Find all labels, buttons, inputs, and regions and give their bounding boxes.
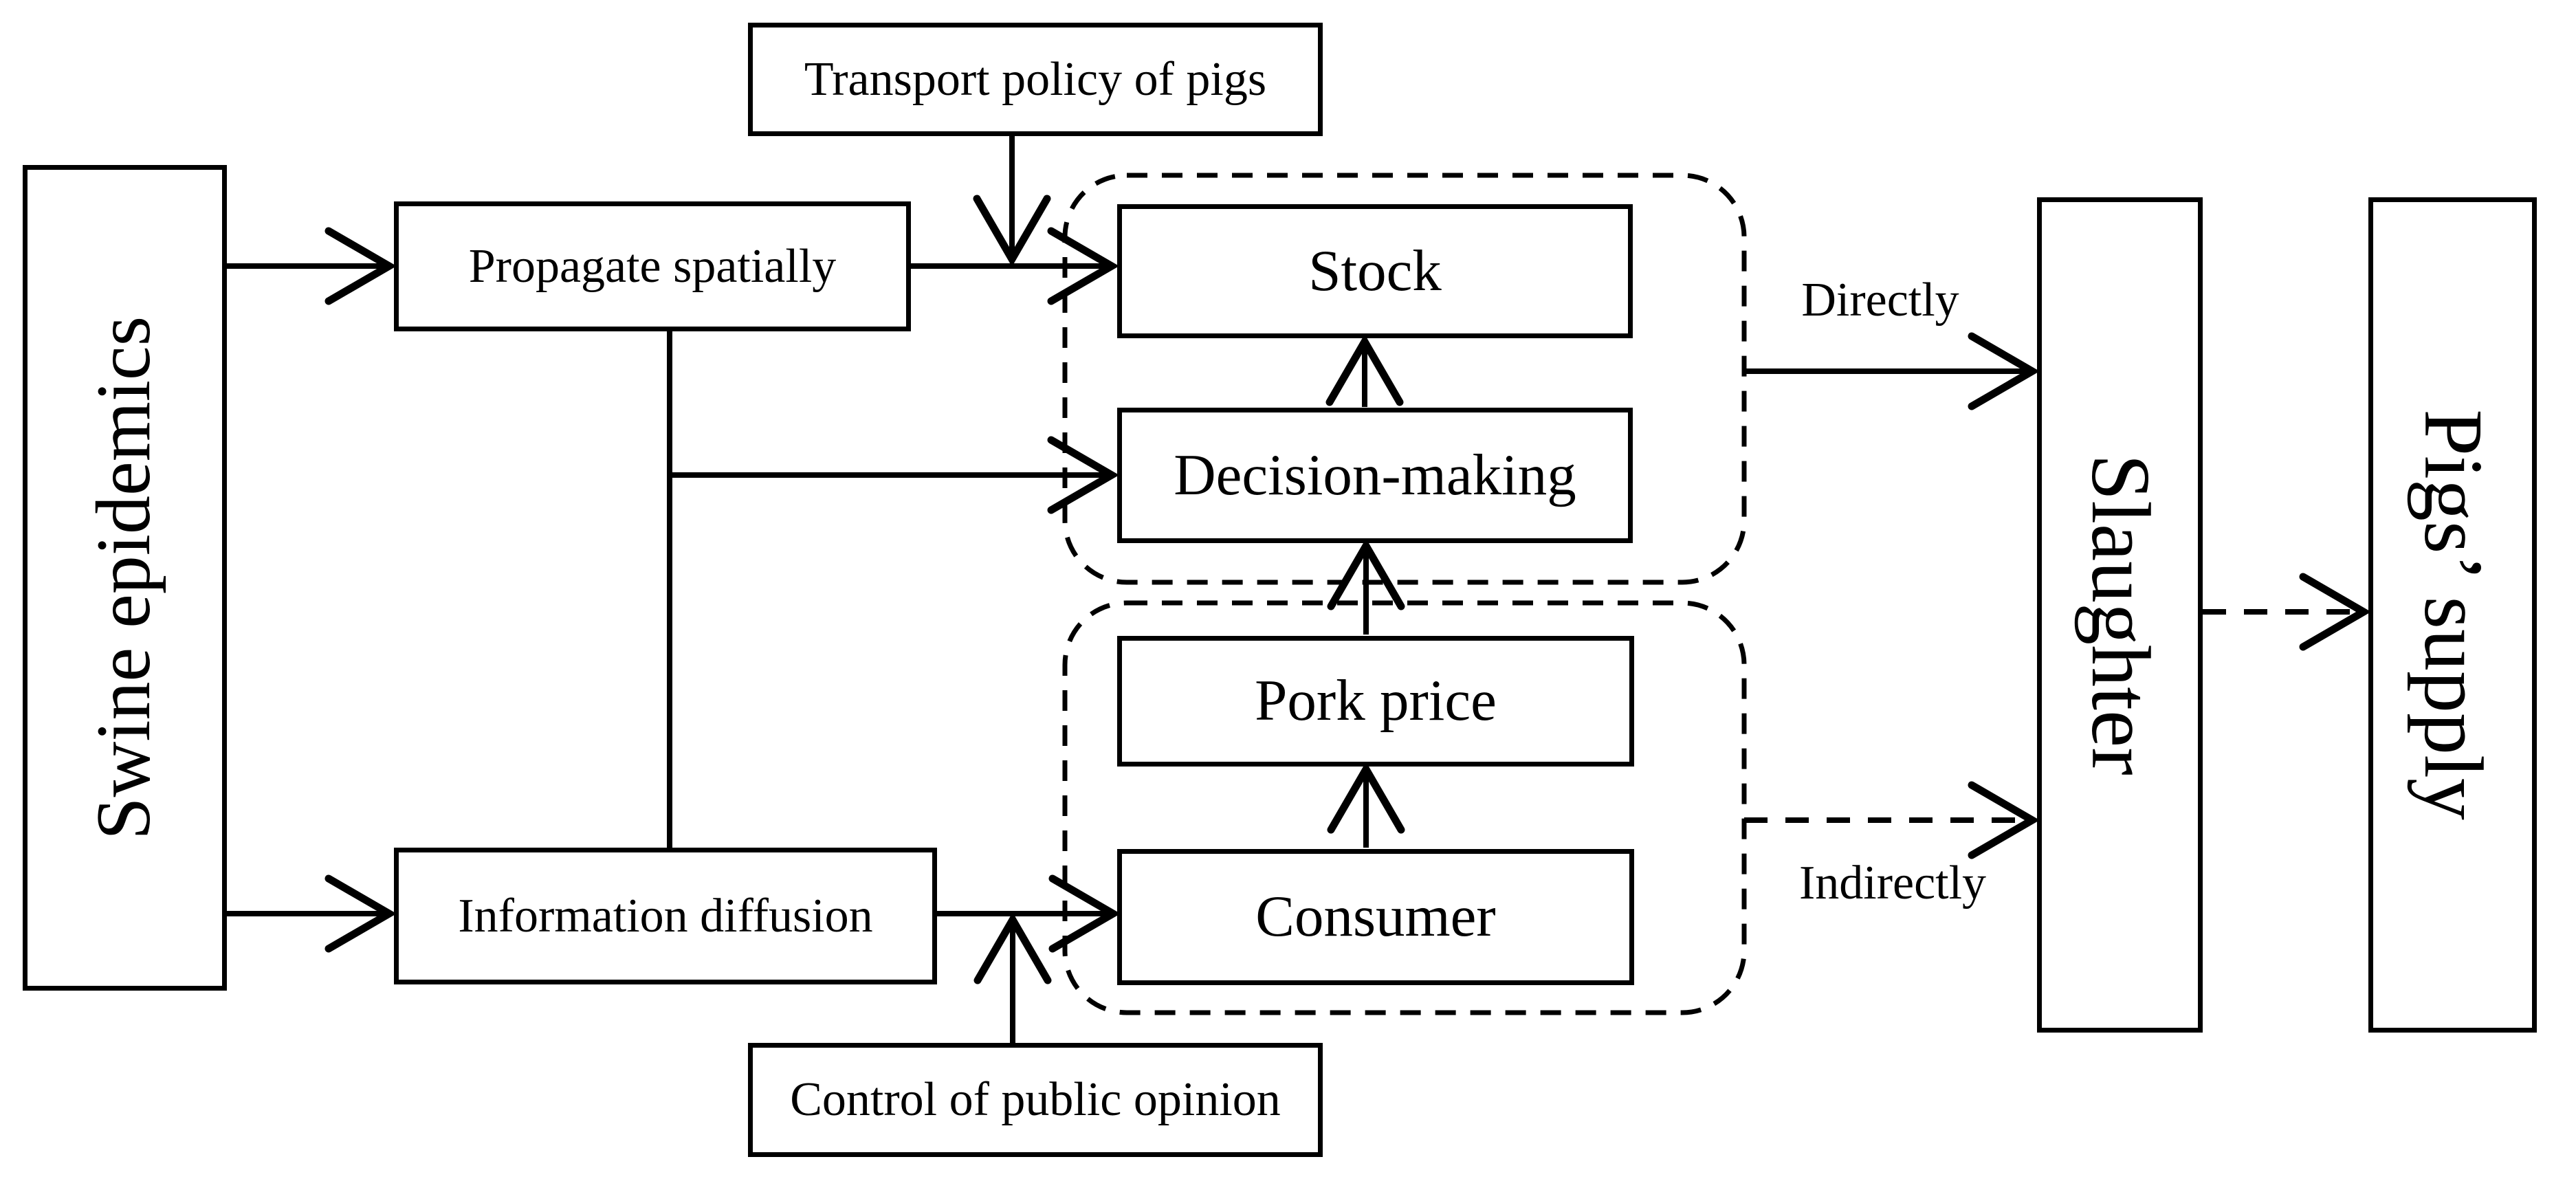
node-consumer-label: Consumer	[1255, 884, 1496, 949]
node-slaughter-label: Slaughter	[2073, 454, 2167, 776]
node-slaughter: Slaughter	[2037, 197, 2203, 1033]
node-decision-making: Decision-making	[1117, 408, 1633, 543]
node-propagate-spatially-label: Propagate spatially	[468, 239, 837, 293]
node-information-diffusion: Information diffusion	[394, 848, 937, 984]
node-control-public-opinion: Control of public opinion	[748, 1043, 1323, 1157]
node-pigs-supply: Pigs’ supply	[2368, 197, 2537, 1033]
node-stock-label: Stock	[1308, 238, 1442, 303]
node-transport-policy: Transport policy of pigs	[748, 23, 1323, 136]
node-stock: Stock	[1117, 204, 1633, 338]
node-swine-epidemics-label: Swine epidemics	[81, 316, 167, 840]
node-pigs-supply-label: Pigs’ supply	[2406, 409, 2500, 821]
node-information-diffusion-label: Information diffusion	[458, 889, 873, 943]
edge-label-indirectly: Indirectly	[1798, 857, 1987, 910]
edge-label-directly: Directly	[1801, 274, 1959, 327]
node-control-public-opinion-label: Control of public opinion	[790, 1073, 1281, 1127]
node-pork-price: Pork price	[1117, 636, 1634, 767]
node-transport-policy-label: Transport policy of pigs	[804, 52, 1267, 106]
node-pork-price-label: Pork price	[1255, 668, 1497, 734]
node-decision-making-label: Decision-making	[1174, 442, 1576, 507]
node-propagate-spatially: Propagate spatially	[394, 201, 911, 331]
node-swine-epidemics: Swine epidemics	[23, 165, 227, 991]
node-consumer: Consumer	[1117, 849, 1634, 985]
group-price-consumer	[1062, 600, 1747, 1015]
